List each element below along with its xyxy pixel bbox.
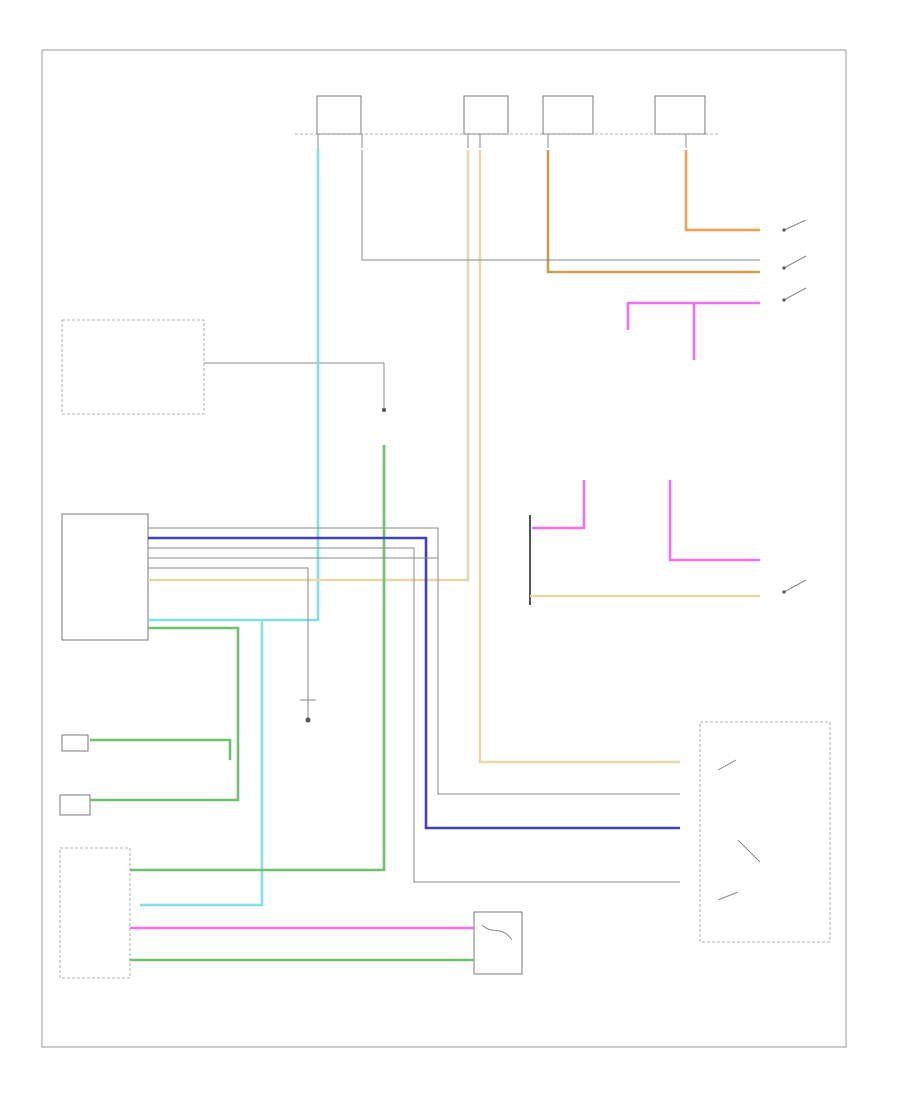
speed-sensor-coil — [481, 924, 513, 941]
speed-sensor-box — [473, 911, 523, 975]
wire-gray-4 — [148, 567, 309, 720]
wire-magenta-top — [626, 301, 760, 330]
wire-green-sensor — [90, 738, 232, 760]
switch-assembly-box — [699, 721, 831, 943]
wire-light-blue — [140, 148, 320, 907]
diagram-frame — [41, 49, 847, 1048]
wire-gray-1 — [148, 527, 439, 578]
fuse-box-2 — [463, 95, 509, 135]
wire-blue — [148, 536, 680, 830]
ecm-box — [61, 513, 149, 641]
sensor-box-2 — [59, 794, 91, 816]
fuse-box-3 — [542, 95, 594, 135]
ground-node — [305, 717, 311, 723]
fuse-box-1 — [316, 95, 362, 135]
fuse-terminals — [317, 134, 687, 148]
wire-gold — [546, 150, 760, 274]
ground-symbol — [300, 640, 316, 701]
fuse-box-4 — [654, 95, 706, 135]
pcm-box — [59, 847, 131, 979]
switch-symbol-3 — [782, 287, 807, 302]
wire-green-main — [130, 445, 386, 872]
switch-symbol-1 — [782, 219, 807, 232]
wire-tan — [148, 150, 470, 582]
wire-orange — [684, 150, 760, 232]
wire-magenta-mid — [532, 480, 586, 530]
switch-symbol-2 — [782, 255, 807, 270]
wire-gray-2 — [148, 547, 680, 883]
splice-node — [382, 408, 386, 412]
instrument-cluster-box — [61, 319, 205, 415]
sensor-box-1 — [61, 734, 89, 752]
wire-green-ecm — [90, 626, 240, 802]
switch-symbol-4 — [782, 579, 807, 594]
wire-gray-3 — [148, 557, 680, 795]
wire-tan-2 — [478, 150, 680, 764]
wire-gray-top — [361, 150, 760, 261]
switch-symbol-5 — [717, 759, 761, 901]
wire-magenta-right — [668, 480, 760, 562]
